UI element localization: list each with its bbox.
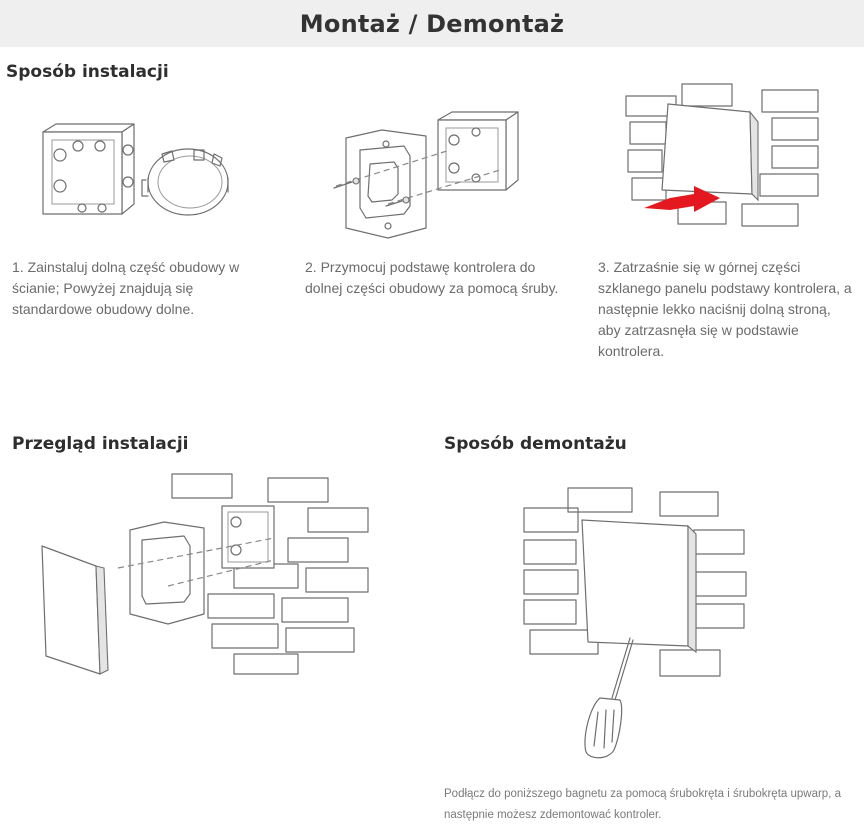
red-arrow-icon [644,186,720,212]
title-banner: Montaż / Demontaż [0,0,864,47]
step-3-text: 3. Zatrzaśnie się w górnej części szklan… [598,259,852,359]
section-heading-installation-method: Sposób instalacji [6,62,169,82]
installation-overview-illustration [41,473,369,675]
section-heading-installation-overview: Przegląd instalacji [12,434,189,454]
removal-note-text: Podłącz do poniższego bagnetu za pomocą … [444,788,841,821]
page-title: Montaż / Demontaż [299,9,565,38]
removal-illustration [523,487,747,759]
step-2-text: 2. Przymocuj podstawę kontrolera do doln… [305,259,559,296]
mounting-plate-illustration [333,111,519,239]
section-heading-removal-method: Sposób demontażu [444,434,627,454]
step-1-text: 1. Zainstaluj dolną część obudowy w ścia… [12,259,240,317]
snap-panel-illustration [625,83,819,227]
back-boxes-illustration [42,123,229,216]
